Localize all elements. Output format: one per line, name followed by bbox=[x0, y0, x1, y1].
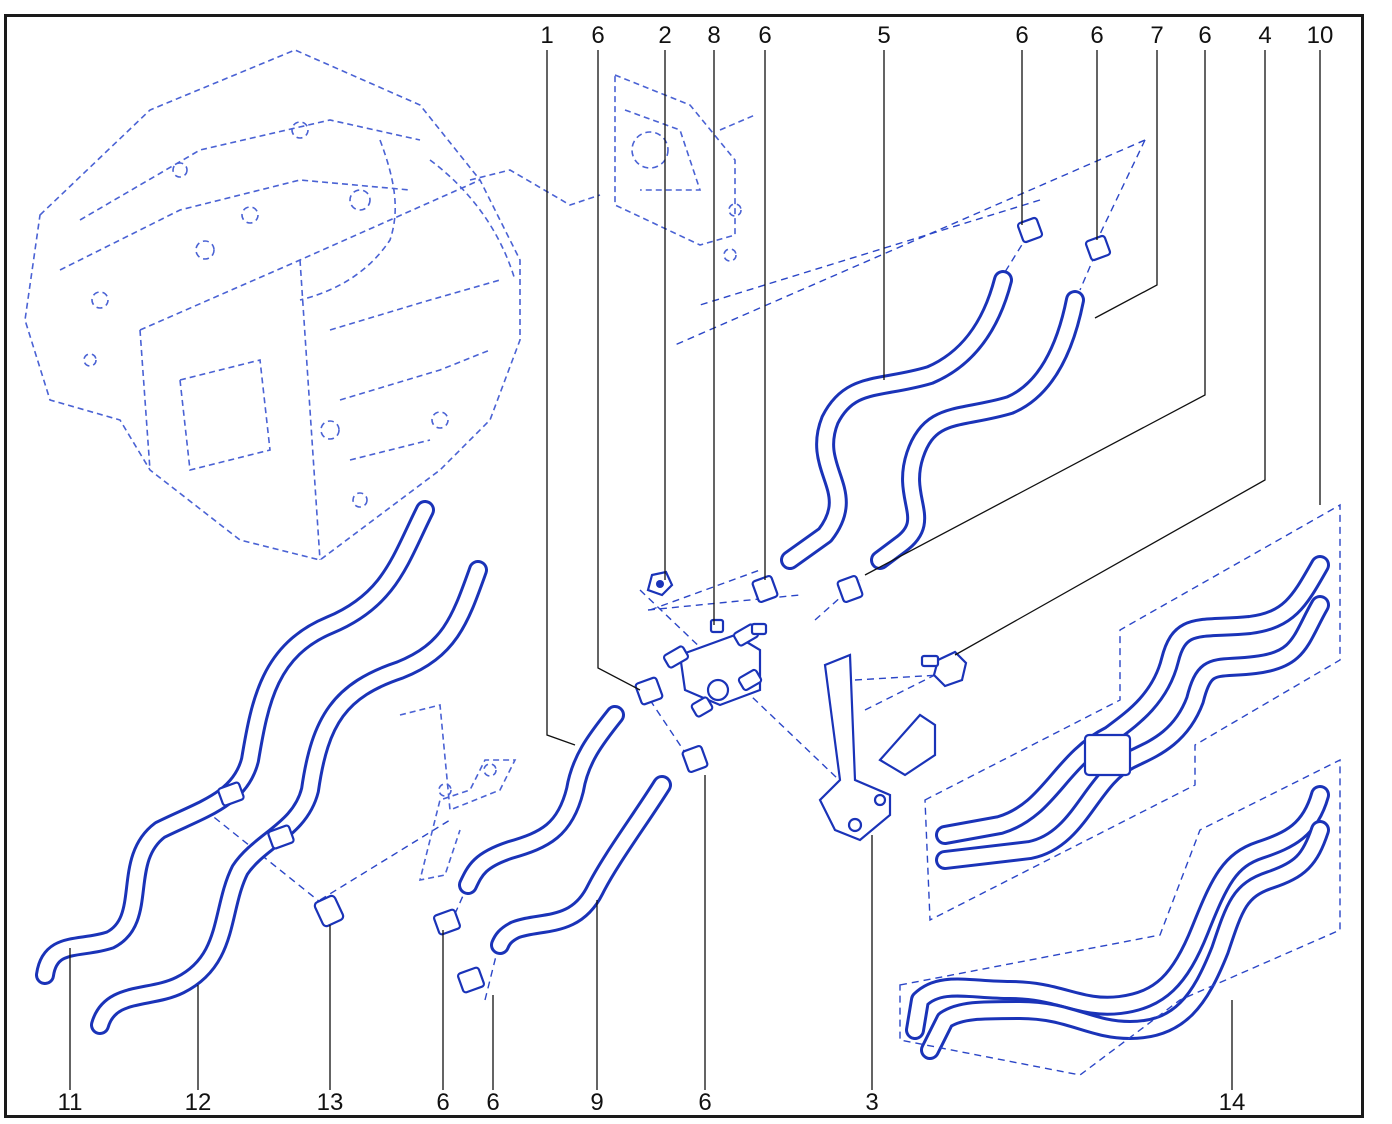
nut-2 bbox=[646, 570, 674, 597]
callout-top-3: 2 bbox=[658, 22, 671, 49]
assembly-guide-lines bbox=[204, 139, 1146, 1001]
hex-bolt bbox=[920, 650, 968, 688]
callout-top-1: 1 bbox=[540, 22, 553, 49]
callout-bottom-9: 14 bbox=[1219, 1089, 1246, 1116]
callout-bottom-8: 3 bbox=[865, 1089, 878, 1116]
callout-bottom-7: 6 bbox=[698, 1089, 711, 1116]
cooler-ghost bbox=[614, 73, 756, 262]
callout-top-6: 5 bbox=[877, 22, 890, 49]
hose-5 bbox=[780, 270, 1013, 570]
callout-bottom-4: 6 bbox=[436, 1089, 449, 1116]
callout-bottom-6: 9 bbox=[590, 1089, 603, 1116]
flow-valve bbox=[662, 618, 768, 718]
callout-bottom-2: 12 bbox=[185, 1089, 212, 1116]
callout-top-11: 4 bbox=[1258, 22, 1271, 49]
callout-bottom-3: 13 bbox=[317, 1089, 344, 1116]
callouts-bottom: 11 12 13 6 6 9 6 3 14 bbox=[58, 1089, 1246, 1116]
small-bracket bbox=[399, 703, 517, 882]
hose-1 bbox=[458, 705, 625, 895]
callout-top-7: 6 bbox=[1015, 22, 1028, 49]
hose-assembly-14 bbox=[899, 758, 1341, 1076]
callout-top-9: 7 bbox=[1150, 22, 1163, 49]
callout-top-5: 6 bbox=[758, 22, 771, 49]
callout-bottom-5: 6 bbox=[486, 1089, 499, 1116]
callouts-top: 1 6 2 8 6 5 6 6 7 6 4 10 bbox=[540, 22, 1333, 49]
leader-lines bbox=[69, 50, 1321, 1090]
callout-top-4: 8 bbox=[707, 22, 720, 49]
hose-7 bbox=[870, 290, 1085, 570]
engine-ghost-outline bbox=[24, 49, 601, 561]
hose-12 bbox=[90, 560, 488, 1035]
callout-top-2: 6 bbox=[591, 22, 604, 49]
diagram-frame bbox=[4, 14, 1364, 1118]
callout-bottom-1: 11 bbox=[58, 1089, 83, 1116]
hose-clamps bbox=[217, 216, 1112, 994]
callout-top-10: 6 bbox=[1198, 22, 1211, 49]
hose-assembly-10 bbox=[924, 503, 1341, 922]
callout-top-8: 6 bbox=[1090, 22, 1103, 49]
hose-9 bbox=[490, 775, 672, 955]
mounting-bracket bbox=[818, 653, 937, 842]
callout-top-12: 10 bbox=[1307, 22, 1334, 49]
